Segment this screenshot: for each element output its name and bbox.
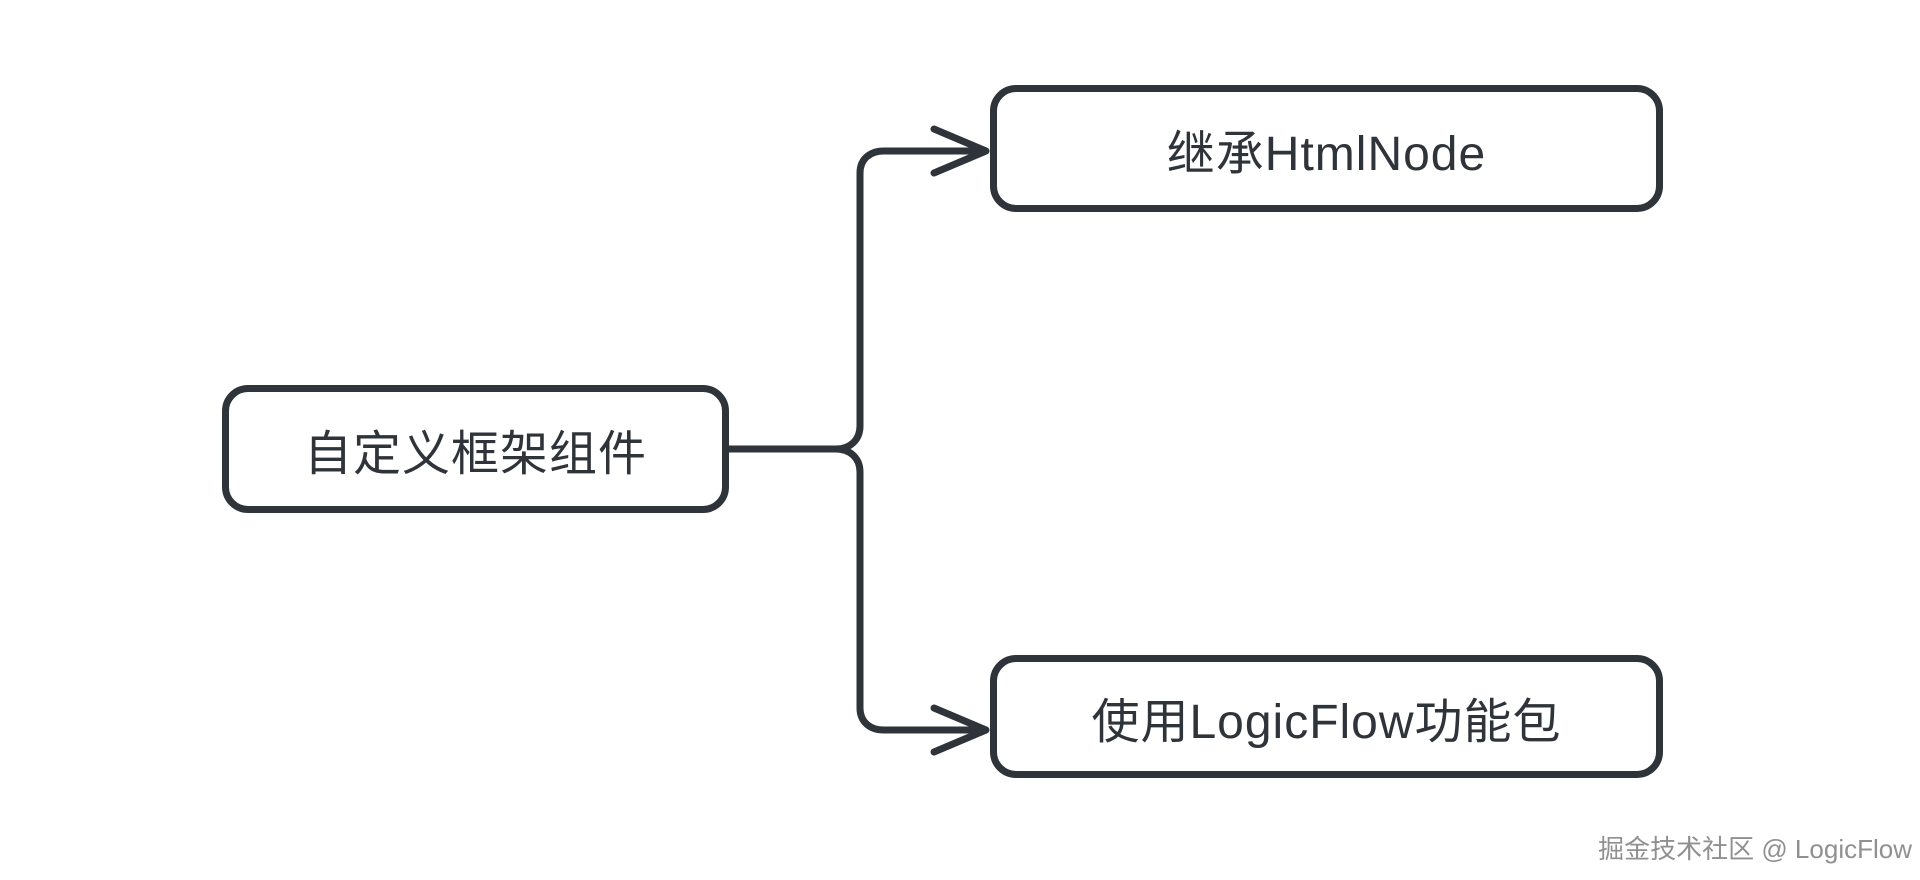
arrowhead-bottom-icon (930, 704, 990, 756)
node-root[interactable]: 自定义框架组件 (222, 385, 729, 513)
node-use-logicflow-package-label: 使用LogicFlow功能包 (1091, 695, 1562, 749)
node-root-label: 自定义框架组件 (303, 428, 647, 481)
edge-root-to-top (832, 147, 980, 453)
watermark: 掘金技术社区 @ LogicFlow (1598, 834, 1912, 864)
node-inherit-htmlnode[interactable]: 继承HtmlNode (990, 85, 1663, 212)
node-use-logicflow-package[interactable]: 使用LogicFlow功能包 (990, 655, 1663, 778)
arrowhead-top-icon (930, 125, 990, 177)
node-inherit-htmlnode-label: 继承HtmlNode (1166, 127, 1487, 181)
edge-root-to-bottom (832, 445, 980, 734)
